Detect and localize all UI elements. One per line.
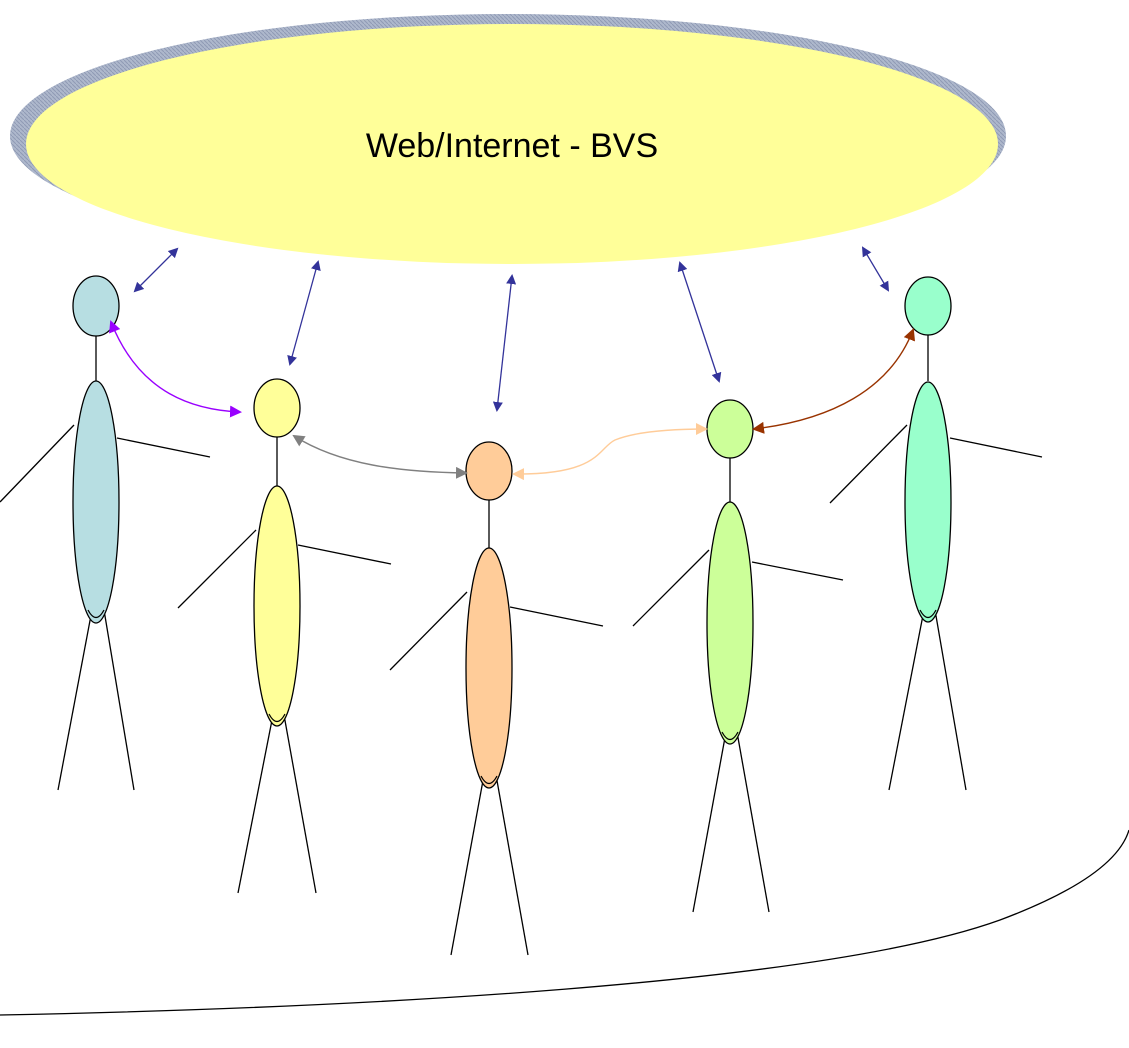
figure-5-head — [904, 276, 952, 336]
figure-2-body — [253, 485, 301, 727]
figure-4-body — [706, 501, 754, 745]
peer-link-1-2 — [109, 320, 242, 418]
cloud-label: Web/Internet - BVS — [366, 127, 658, 165]
figure-2-head — [253, 378, 301, 438]
peer-link-3-4 — [512, 423, 708, 481]
figure-2 — [177, 378, 392, 894]
internet-cloud — [26, 24, 998, 264]
figure-4-head — [706, 399, 754, 459]
figure-1-head — [72, 275, 120, 337]
figure-3 — [389, 441, 604, 956]
peer-link-4-5 — [752, 328, 916, 434]
figure-5-body — [904, 381, 952, 623]
internet-link-5 — [861, 246, 890, 292]
figure-1 — [0, 275, 211, 791]
ground-curve — [0, 829, 1129, 1016]
internet-link-2 — [287, 260, 321, 366]
figure-3-body — [465, 547, 513, 789]
figure-4 — [632, 399, 844, 913]
internet-link-3 — [492, 274, 517, 412]
internet-link-4 — [677, 261, 722, 383]
internet-link-1 — [133, 247, 179, 293]
figure-5 — [829, 276, 1043, 791]
peer-link-2-3 — [292, 434, 468, 479]
figure-1-body — [72, 380, 120, 624]
figure-3-head — [465, 441, 513, 501]
